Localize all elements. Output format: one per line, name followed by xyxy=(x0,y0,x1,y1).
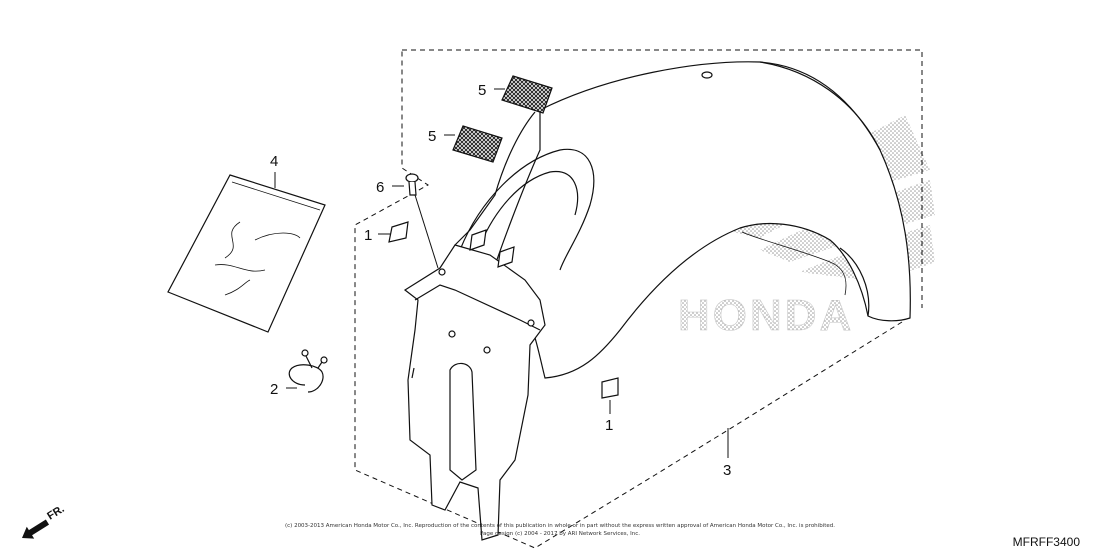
part-1-pad-right xyxy=(601,377,619,399)
part-4-bag xyxy=(167,174,326,333)
callout-2: 2 xyxy=(270,381,278,398)
part-6-rivet xyxy=(405,173,419,196)
front-label: FR. xyxy=(45,503,66,523)
leader-lines xyxy=(274,88,729,458)
rear-fender xyxy=(454,61,911,379)
callout-4: 4 xyxy=(270,153,278,170)
diagram-code: MFRFF3400 xyxy=(1013,535,1081,549)
part-2-clip xyxy=(288,349,328,393)
part-5-reflector-upper xyxy=(501,75,553,114)
callout-1-left: 1 xyxy=(364,227,372,244)
callout-6: 6 xyxy=(376,179,384,196)
callout-3: 3 xyxy=(723,462,731,479)
honda-logo-text: HONDA xyxy=(678,291,854,340)
copyright-line-2: Page design (c) 2004 - 2017 by ARI Netwo… xyxy=(480,531,640,537)
rear-mud-guard xyxy=(403,229,546,541)
part-1-pad-left xyxy=(388,221,409,243)
copyright-line-1: (c) 2003-2013 American Honda Motor Co., … xyxy=(285,523,835,529)
callout-1-right: 1 xyxy=(605,417,613,434)
part-5-reflector-lower xyxy=(452,125,503,163)
front-direction-indicator: FR. xyxy=(22,503,67,539)
callout-5-lower: 5 xyxy=(428,128,436,145)
front-arrow-icon xyxy=(22,519,50,539)
callout-5-upper: 5 xyxy=(478,82,486,99)
